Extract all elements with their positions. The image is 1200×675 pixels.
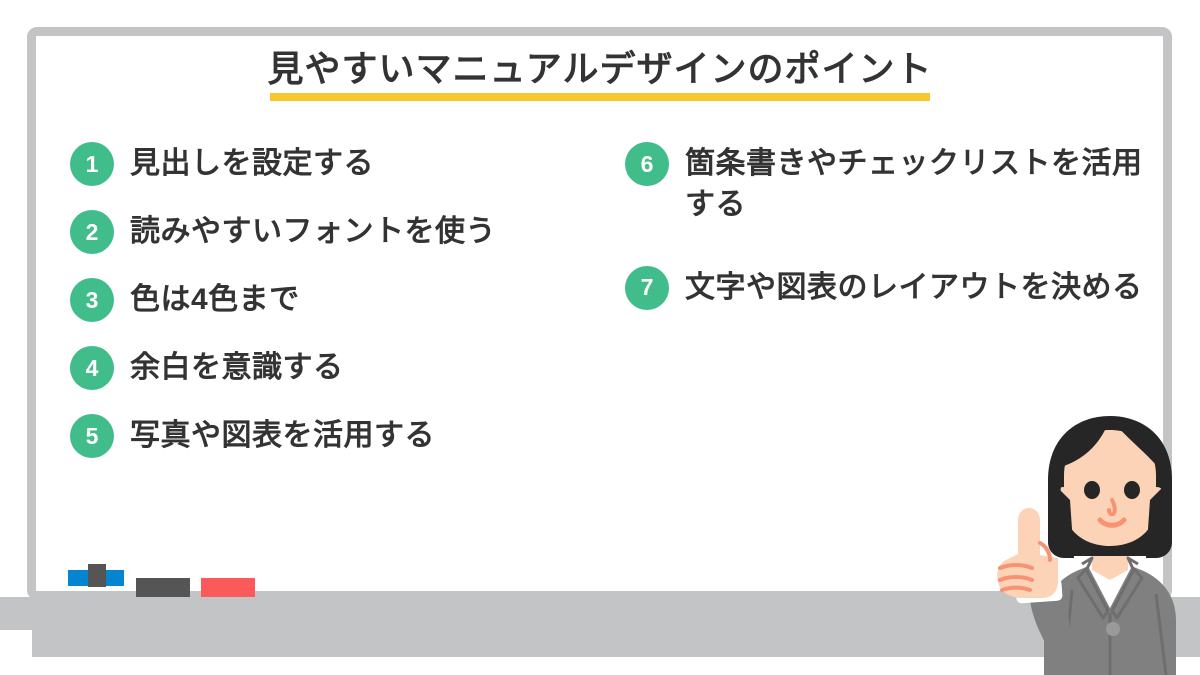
points-column-right: 6 箇条書きやチェックリストを活用する 7 文字や図表のレイアウトを決める [625, 140, 1145, 348]
businesswoman-illustration [997, 416, 1176, 675]
whiteboard-tray-upper [0, 597, 1200, 630]
whiteboard-frame [27, 27, 1172, 600]
list-item-number-badge: 6 [625, 142, 669, 186]
points-column-left: 1 見出しを設定する 2 読みやすいフォントを使う 3 色は4色まで 4 余白を… [70, 140, 610, 480]
page-title-text: 見やすいマニュアルデザインのポイント [267, 48, 933, 89]
list-item: 4 余白を意識する [70, 344, 610, 390]
list-item: 1 見出しを設定する [70, 140, 610, 186]
whiteboard-tray-lower [32, 630, 1200, 657]
list-item-label: 箇条書きやチェックリストを活用する [685, 147, 1143, 222]
list-item-label: 読みやすいフォントを使う [130, 215, 496, 248]
list-item-number-badge: 1 [70, 142, 114, 186]
list-item-number-badge: 5 [70, 414, 114, 458]
list-item-label: 見出しを設定する [130, 147, 374, 180]
list-item: 3 色は4色まで [70, 276, 610, 322]
list-item-label: 余白を意識する [130, 351, 344, 384]
page-title: 見やすいマニュアルデザインのポイント [0, 48, 1200, 97]
list-item: 2 読みやすいフォントを使う [70, 208, 610, 254]
title-underline [270, 93, 930, 101]
whiteboard-eraser-grip [88, 564, 106, 587]
list-item-number-badge: 7 [625, 265, 669, 310]
list-item-label: 文字や図表のレイアウトを決める [685, 270, 1143, 304]
whiteboard-marker-red [201, 578, 255, 597]
list-item: 6 箇条書きやチェックリストを活用する [625, 140, 1145, 226]
list-item-label: 写真や図表を活用する [130, 419, 435, 452]
list-item: 7 文字や図表のレイアウトを決める [625, 264, 1145, 310]
list-item: 5 写真や図表を活用する [70, 412, 610, 458]
list-item-label: 色は4色まで [130, 283, 300, 316]
list-item-number-badge: 4 [70, 346, 114, 390]
whiteboard-marker-gray [136, 578, 190, 597]
list-item-number-badge: 2 [70, 210, 114, 254]
list-item-number-badge: 3 [70, 278, 114, 322]
